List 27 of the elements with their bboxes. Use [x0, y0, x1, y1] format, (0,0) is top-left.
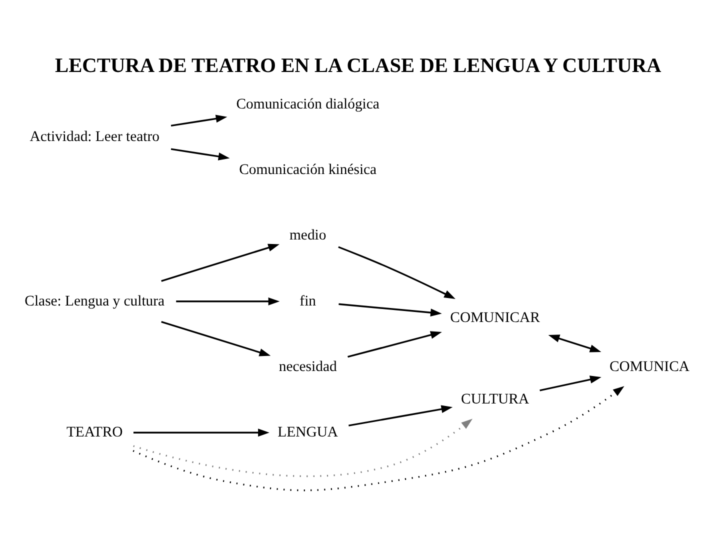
node-text: Actividad: Leer teatro [30, 129, 160, 146]
arrow [170, 114, 228, 126]
node-text: Clase: Lengua y cultura [24, 293, 165, 310]
diagram-title: LECTURA DE TEATRO EN LA CLASE DE LENGUA Y CULTURA [55, 55, 662, 78]
node-text: medio [289, 228, 326, 244]
node-text: CULTURA [461, 392, 530, 408]
arrow [540, 376, 602, 392]
node-text: LENGUA [278, 424, 338, 440]
node-text: necesidad [278, 358, 337, 375]
arrow [161, 321, 271, 356]
arrow [176, 297, 280, 306]
node-text: COMUNICAR [450, 310, 540, 326]
arrow [132, 386, 624, 492]
node-text: Comunicación kinésica [239, 162, 377, 178]
arrow [338, 303, 442, 316]
arrow [348, 405, 453, 426]
arrow [133, 418, 473, 477]
arrow [338, 246, 456, 299]
arrow [161, 244, 280, 282]
arrow [548, 334, 602, 352]
node-text: TEATRO [66, 424, 123, 440]
arrow [170, 148, 230, 160]
node-text: fin [300, 293, 316, 310]
node-text: Comunicación dialógica [236, 96, 380, 112]
arrow [348, 331, 442, 358]
arrow [133, 428, 270, 437]
node-text: COMUNICA [610, 358, 690, 375]
